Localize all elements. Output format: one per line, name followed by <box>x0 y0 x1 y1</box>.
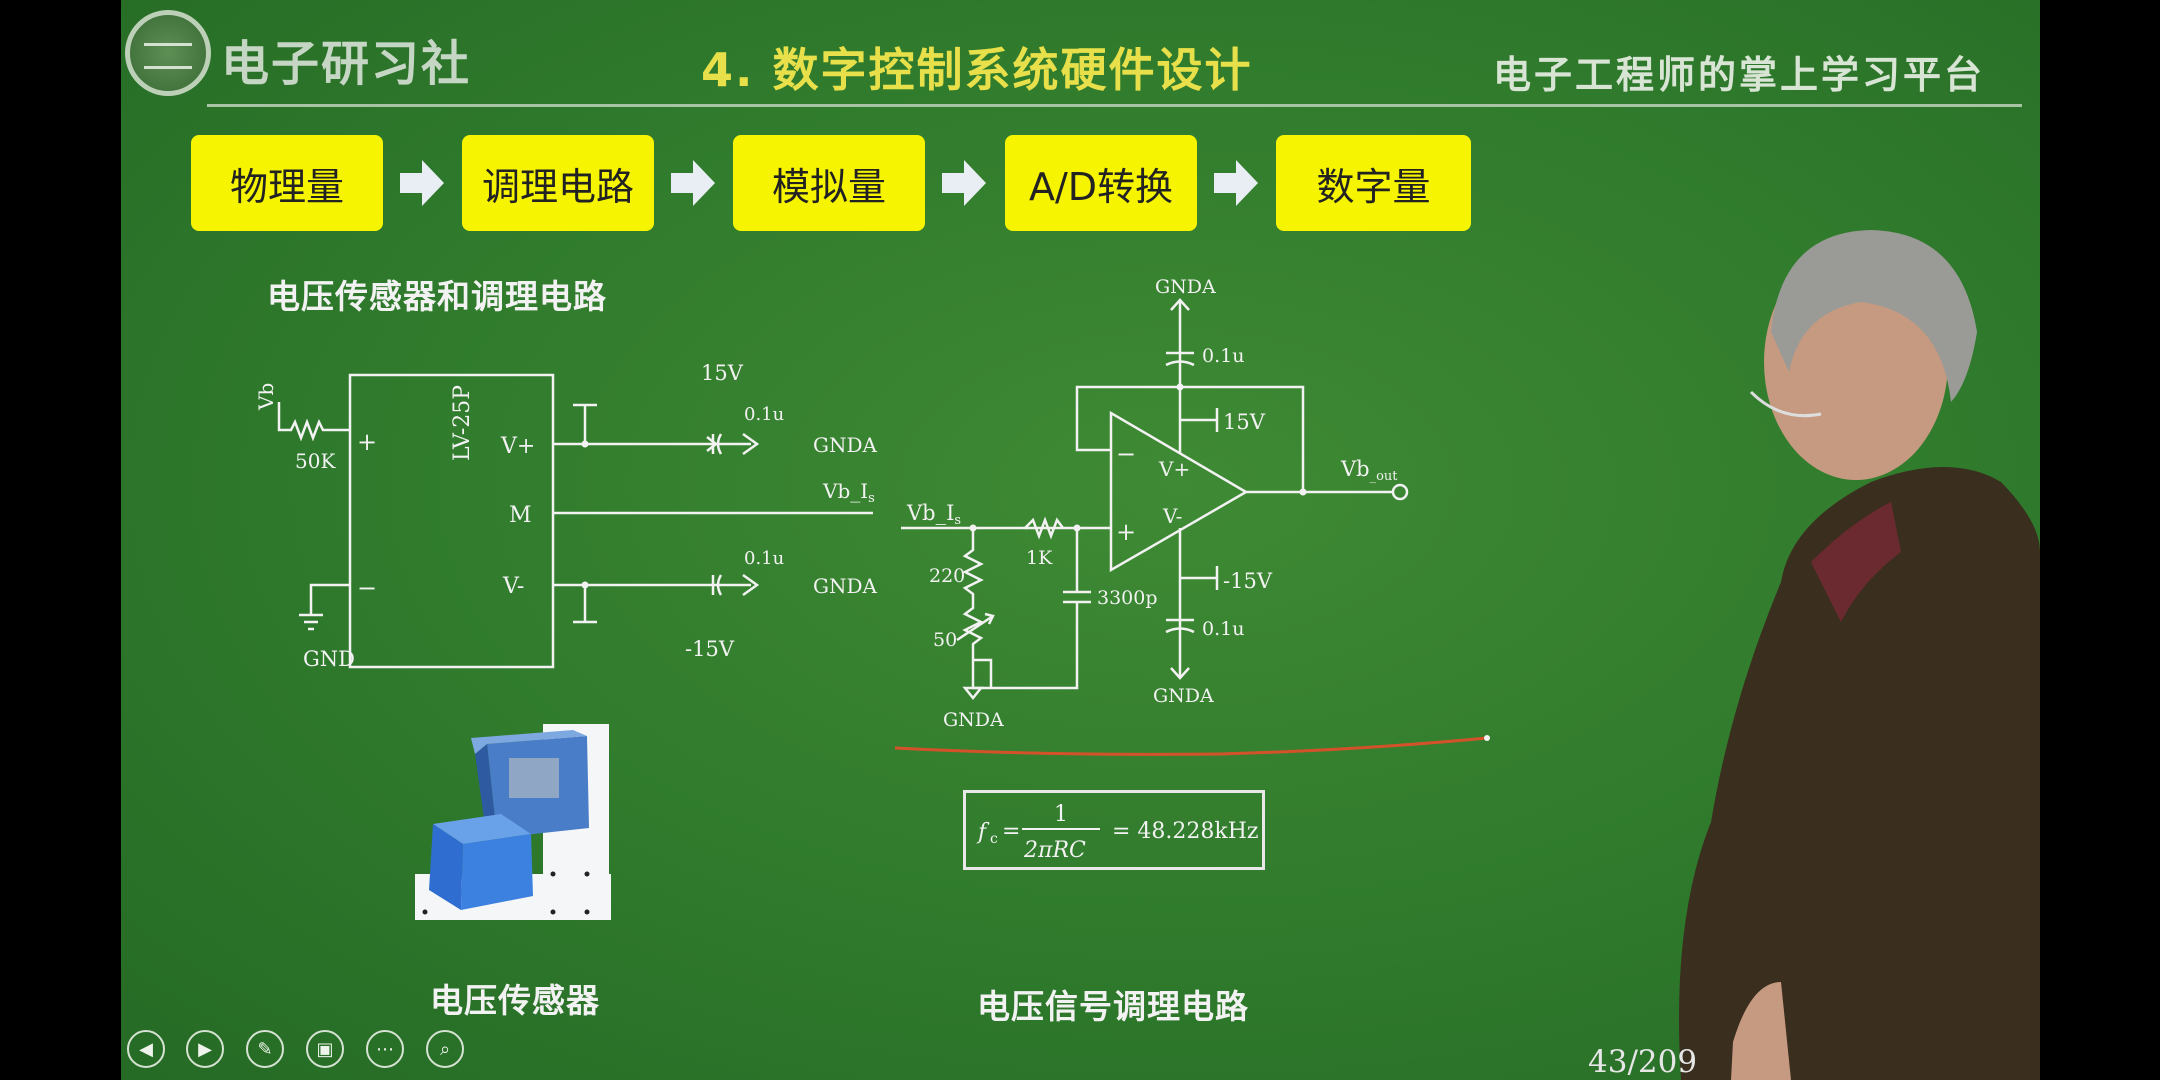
opamp-vminus: V- <box>1162 504 1182 528</box>
output-label: Vb <box>1340 457 1370 481</box>
v15-label: 15V <box>701 361 744 385</box>
vm15-right-label: -15V <box>1223 569 1273 593</box>
arrow-right-icon <box>1214 160 1258 206</box>
r3-label: 50 <box>933 629 957 651</box>
arrow-right-icon <box>400 160 444 206</box>
flow-box-2: 调理电路 <box>462 135 654 231</box>
chip-label: LV-25P <box>450 385 475 461</box>
formula-num: 1 <box>1054 802 1068 827</box>
r1-label: 1K <box>1026 547 1053 569</box>
cutoff-formula: f c = 1 2πRC = 48.228kHz <box>963 790 1265 870</box>
opamp-vplus: V+ <box>1158 457 1190 481</box>
svg-text:Vb_Is: Vb_Is <box>906 501 961 528</box>
gnda-bot-label: GNDA <box>1153 685 1214 707</box>
cap-filter-label: 3300p <box>1097 587 1158 609</box>
svg-text:Vb_out: Vb_out <box>1340 457 1398 484</box>
opamp-noninv-input: + <box>1116 518 1136 546</box>
org-name: 电子研习社 <box>221 36 472 92</box>
v15-right-label: 15V <box>1223 410 1266 434</box>
out-label: Vb_I <box>822 479 868 503</box>
slide-board: 电子研习社 4. 数字控制系统硬件设计 电子工程师的掌上学习平台 物理量 调理电… <box>121 0 2040 1080</box>
svg-text:Vb_Is: Vb_Is <box>822 479 875 506</box>
formula-den: 2πRC <box>1023 838 1086 863</box>
annotation-underline <box>894 735 1490 756</box>
flow-box-1: 物理量 <box>191 135 383 231</box>
page-number: 43/209 <box>1588 1044 1698 1080</box>
gnda2-label: GNDA <box>813 574 878 598</box>
formula-lhs: f <box>976 820 990 845</box>
left-section-title: 电压传感器和调理电路 <box>267 277 607 316</box>
header-divider <box>207 104 2022 107</box>
prev-icon[interactable]: ◀ <box>127 1030 165 1068</box>
formula-lhs-sub: c <box>990 831 998 847</box>
cap-top-label: 0.1u <box>1202 345 1244 367</box>
cap1-label: 0.1u <box>744 404 784 425</box>
gnda-left-label: GNDA <box>943 709 1004 731</box>
vm15-label: -15V <box>685 637 735 661</box>
cap-bot-label: 0.1u <box>1202 618 1244 640</box>
slogan: 电子工程师的掌上学习平台 <box>1493 53 1986 97</box>
slide-title: 4. 数字控制系统硬件设计 <box>701 43 1253 97</box>
r-in-label: 50K <box>295 449 336 473</box>
gnda1-label: GNDA <box>813 433 878 457</box>
vplus-pin: V+ <box>500 434 535 459</box>
out-sub: s <box>868 491 875 506</box>
logo-icon <box>125 10 211 96</box>
m-pin: M <box>509 503 532 528</box>
cap2-label: 0.1u <box>744 548 784 569</box>
vb-label: Vb <box>254 383 278 411</box>
opamp-inv-input: − <box>1116 440 1136 468</box>
input-label: Vb_I <box>906 501 954 525</box>
zoom-icon[interactable]: ⌕ <box>426 1030 464 1068</box>
plus-label: + <box>357 428 377 456</box>
arrow-right-icon <box>942 160 986 206</box>
screen-icon[interactable]: ▣ <box>306 1030 344 1068</box>
next-icon[interactable]: ▶ <box>186 1030 224 1068</box>
sensor-caption: 电压传感器 <box>430 981 600 1020</box>
circuit-caption: 电压信号调理电路 <box>977 987 1249 1026</box>
arrow-right-icon <box>671 160 715 206</box>
svg-text:=: = <box>1002 819 1020 844</box>
more-icon[interactable]: ⋯ <box>366 1030 404 1068</box>
flow-box-4: A/D转换 <box>1005 135 1197 231</box>
sensor-photo <box>415 724 611 920</box>
input-sub: s <box>954 513 961 528</box>
flow-box-3: 模拟量 <box>733 135 925 231</box>
pen-icon[interactable]: ✎ <box>246 1030 284 1068</box>
flow-box-5: 数字量 <box>1276 135 1471 231</box>
minus-label: − <box>357 574 377 602</box>
vminus-pin: V- <box>502 574 524 599</box>
presenter-figure <box>1679 230 2040 1080</box>
opamp-circuit-diagram: GNDA 0.1u 15V -15V 0.1u GNDA GNDA V+ V- … <box>901 276 1409 731</box>
formula-result: = 48.228kHz <box>1112 819 1259 844</box>
sensor-circuit-diagram: Vb 50K LV-25P + − V+ M V- 15V -15V 0.1u … <box>254 361 878 671</box>
output-sub: _out <box>1370 469 1399 484</box>
gnd-label: GND <box>303 647 355 671</box>
r2-label: 220 <box>929 565 965 587</box>
gnda-top-label: GNDA <box>1155 276 1216 298</box>
